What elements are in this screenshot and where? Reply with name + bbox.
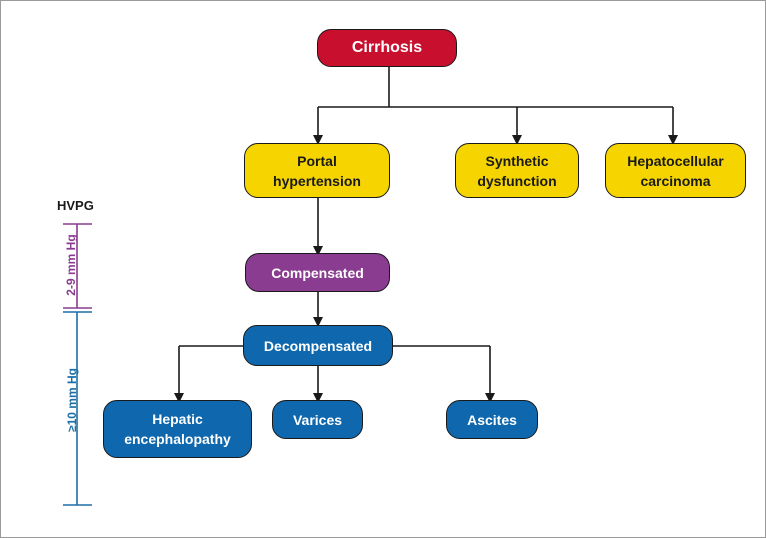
hvpg-low-range-bracket	[63, 223, 92, 309]
hvpg-low-range-label: 2-9 mm Hg	[64, 234, 78, 296]
node-hepatic-encephalopathy: Hepatic encephalopathy	[103, 400, 252, 458]
node-synthetic-dysfunction: Synthetic dysfunction	[455, 143, 579, 198]
node-compensated: Compensated	[245, 253, 390, 292]
node-varices: Varices	[272, 400, 363, 439]
node-decompensated: Decompensated	[243, 325, 393, 366]
hvpg-title: HVPG	[57, 198, 94, 213]
node-hepatocellular-carcinoma: Hepatocellular carcinoma	[605, 143, 746, 198]
node-portal-hypertension: Portal hypertension	[244, 143, 390, 198]
node-ascites: Ascites	[446, 400, 538, 439]
hvpg-high-range-bracket	[63, 311, 92, 506]
node-cirrhosis: Cirrhosis	[317, 29, 457, 67]
hvpg-high-range-label: ≥10 mm Hg	[65, 368, 79, 432]
